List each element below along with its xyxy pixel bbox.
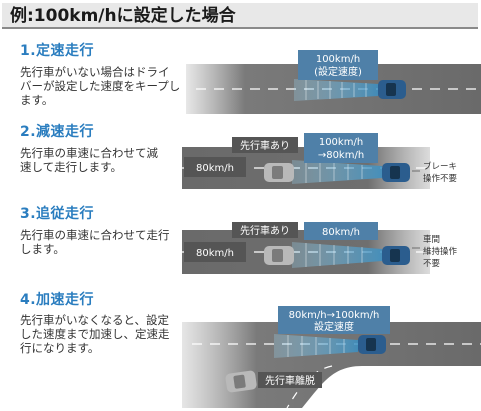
scene-constant-speed: 100km/h (設定速度) <box>186 50 481 114</box>
section-1-description: 先行車がいない場合はドライ バーが設定した速度をキープし ます。 <box>20 65 185 107</box>
scene-acceleration: 80km/h→100km/h 設定速度 先行車離脱 <box>182 306 481 409</box>
depart-label <box>258 372 322 388</box>
section-1-heading: 1.定速走行 <box>20 43 95 59</box>
section-4-heading: 4.加速走行 <box>20 292 95 308</box>
car-icon <box>358 335 386 354</box>
desc-line: 先行車の車速に合わせて走行 <box>20 228 170 242</box>
scene-following: 先行車あり 80km/h 80km/h 車間 維持操作 不要 <box>182 222 458 274</box>
lead-speed-text: 80km/h <box>196 248 234 259</box>
page-title: 例:100km/hに設定した場合 <box>2 3 478 29</box>
section-3-description: 先行車の車速に合わせて走行 します。 <box>20 228 185 256</box>
section-2-heading: 2.減速走行 <box>20 124 95 140</box>
desc-line: ます。 <box>20 93 54 107</box>
desc-line: します。 <box>20 242 65 256</box>
section-4-description: 先行車がいなくなると、設定 した速度まで加速し、定速走 行になります。 <box>20 313 185 355</box>
radar-beam <box>294 79 378 101</box>
lead-speed-box <box>184 157 246 177</box>
desc-line: した速度まで加速し、定速走 <box>20 327 170 341</box>
desc-line: 行になります。 <box>20 341 100 355</box>
note-line: 不要 <box>423 259 441 269</box>
speed-box-line: 80km/h→100km/h <box>289 310 380 321</box>
lead-car-icon <box>264 246 294 265</box>
departing-car-icon <box>225 370 257 393</box>
desc-line: 先行車がいない場合はドライ <box>20 65 170 79</box>
road <box>182 322 481 408</box>
speed-box-line: (設定速度) <box>314 65 362 78</box>
desc-line: 先行車の車速に合わせて減 <box>20 146 158 160</box>
note-line: 維持操作 <box>423 246 458 257</box>
scene-deceleration: 先行車あり 80km/h 100km/h →80km/h ブレーキ 操作不要 <box>182 133 458 189</box>
note-line: ブレーキ <box>423 161 457 172</box>
lead-car-label <box>232 222 298 238</box>
speed-box-line: 設定速度 <box>314 320 354 333</box>
note-line: 操作不要 <box>423 173 458 184</box>
note-line: 車間 <box>423 234 440 245</box>
lead-car-icon <box>264 163 294 182</box>
speed-box <box>304 222 378 240</box>
radar-beam <box>292 160 382 184</box>
lead-car-label-text: 先行車あり <box>240 139 290 152</box>
speed-box-line: →80km/h <box>318 150 364 161</box>
radar-beam <box>292 242 382 268</box>
lead-speed-box <box>184 242 246 262</box>
speed-box <box>304 133 378 163</box>
car-icon <box>378 80 406 99</box>
speed-box <box>278 306 390 334</box>
lead-speed-text: 80km/h <box>196 163 234 174</box>
speed-box <box>298 50 378 80</box>
section-2-description: 先行車の車速に合わせて減 速して走行します。 <box>20 146 185 174</box>
lead-car-label-text: 先行車あり <box>240 224 290 237</box>
speed-box-line: 100km/h <box>316 54 360 65</box>
desc-line: 速して走行します。 <box>20 160 123 174</box>
speed-box-line: 100km/h <box>319 137 363 148</box>
section-3-heading: 3.追従走行 <box>20 206 95 222</box>
lane-marking-exit <box>286 365 333 409</box>
desc-line: バーが設定した速度をキープし <box>20 79 181 93</box>
speed-box-line: 80km/h <box>322 227 360 238</box>
desc-line: 先行車がいなくなると、設定 <box>20 313 170 327</box>
car-icon <box>382 163 410 182</box>
car-icon <box>382 246 410 265</box>
depart-label-text: 先行車離脱 <box>265 374 315 387</box>
lead-car-label <box>232 137 298 153</box>
